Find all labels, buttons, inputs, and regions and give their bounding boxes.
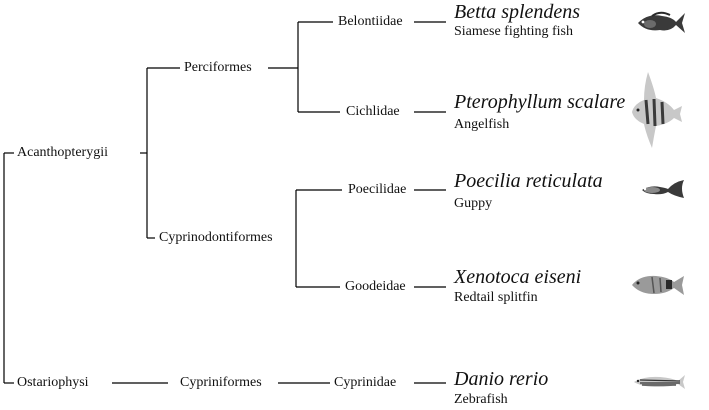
species-common-name: Redtail splitfin (454, 290, 538, 305)
splitfin-fish-icon (632, 275, 684, 295)
superorder-label: Acanthopterygii (17, 145, 108, 160)
order-label: Cypriniformes (180, 375, 262, 390)
species-common-name: Siamese fighting fish (454, 24, 573, 39)
order-label: Cyprinodontiformes (159, 230, 273, 245)
guppy-icon (642, 180, 684, 198)
species-scientific-name: Betta splendens (454, 1, 581, 23)
species-scientific-name: Poecilia reticulata (454, 170, 603, 192)
family-label: Goodeidae (345, 279, 406, 294)
betta-fish-icon (638, 11, 685, 33)
species-scientific-name: Xenotoca eiseni (454, 266, 582, 288)
superorder-label: Ostariophysi (17, 375, 89, 390)
family-label: Poecilidae (348, 182, 407, 197)
species-common-name: Zebrafish (454, 392, 508, 407)
zebrafish-icon (634, 375, 685, 389)
species-common-name: Guppy (454, 196, 493, 211)
species-scientific-name: Danio rerio (454, 368, 549, 390)
family-label: Cyprinidae (334, 375, 397, 390)
species-common-name: Angelfish (454, 117, 510, 132)
order-label: Perciformes (184, 60, 252, 75)
species-scientific-name: Pterophyllum scalare (454, 91, 626, 113)
angelfish-icon (632, 72, 682, 148)
family-label: Belontiidae (338, 14, 403, 29)
family-label: Cichlidae (346, 104, 400, 119)
